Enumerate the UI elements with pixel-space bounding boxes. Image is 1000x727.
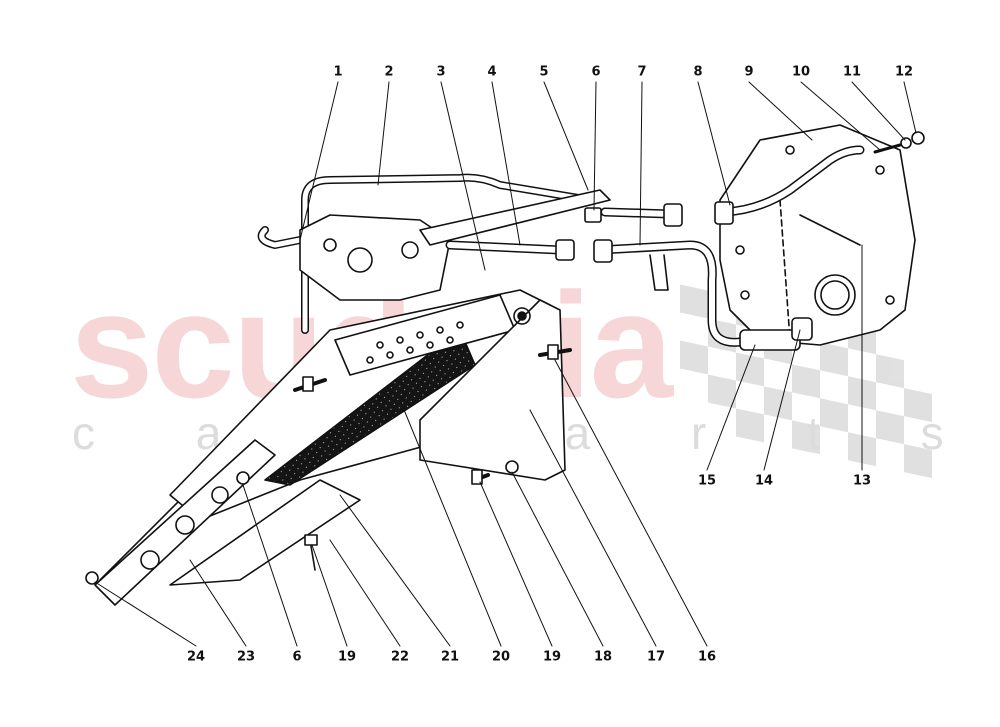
callout-4: 4 bbox=[487, 64, 497, 80]
callout-24: 24 bbox=[186, 649, 206, 665]
callout-6-bottom: 6 bbox=[292, 649, 302, 665]
bottom-guard bbox=[169, 479, 361, 586]
callout-18: 18 bbox=[593, 649, 613, 665]
callout-16: 16 bbox=[697, 649, 717, 665]
callout-11: 11 bbox=[842, 64, 862, 80]
thermostat-housing bbox=[299, 214, 451, 301]
callout-19-right: 19 bbox=[542, 649, 562, 665]
lower-bracket bbox=[94, 439, 276, 606]
callout-10: 10 bbox=[791, 64, 811, 80]
callout-8: 8 bbox=[693, 64, 703, 80]
callout-1: 1 bbox=[333, 64, 343, 80]
nut-6-top bbox=[584, 207, 602, 223]
callout-2: 2 bbox=[384, 64, 394, 80]
engine-cover bbox=[719, 124, 916, 346]
callout-12: 12 bbox=[894, 64, 914, 80]
callout-5: 5 bbox=[539, 64, 549, 80]
callout-13: 13 bbox=[852, 473, 872, 489]
side-panel-17 bbox=[419, 299, 566, 481]
callout-3: 3 bbox=[436, 64, 446, 80]
callout-7: 7 bbox=[637, 64, 647, 80]
callout-14: 14 bbox=[754, 473, 774, 489]
oil-pipe-7 bbox=[595, 240, 745, 347]
callout-15: 15 bbox=[697, 473, 717, 489]
callout-6-top: 6 bbox=[591, 64, 601, 80]
callout-22: 22 bbox=[390, 649, 410, 665]
callout-9: 9 bbox=[744, 64, 754, 80]
callout-17: 17 bbox=[646, 649, 666, 665]
callout-23: 23 bbox=[236, 649, 256, 665]
callout-19-left: 19 bbox=[337, 649, 357, 665]
callout-21: 21 bbox=[440, 649, 460, 665]
callout-20: 20 bbox=[491, 649, 511, 665]
union-fitting bbox=[739, 329, 801, 351]
